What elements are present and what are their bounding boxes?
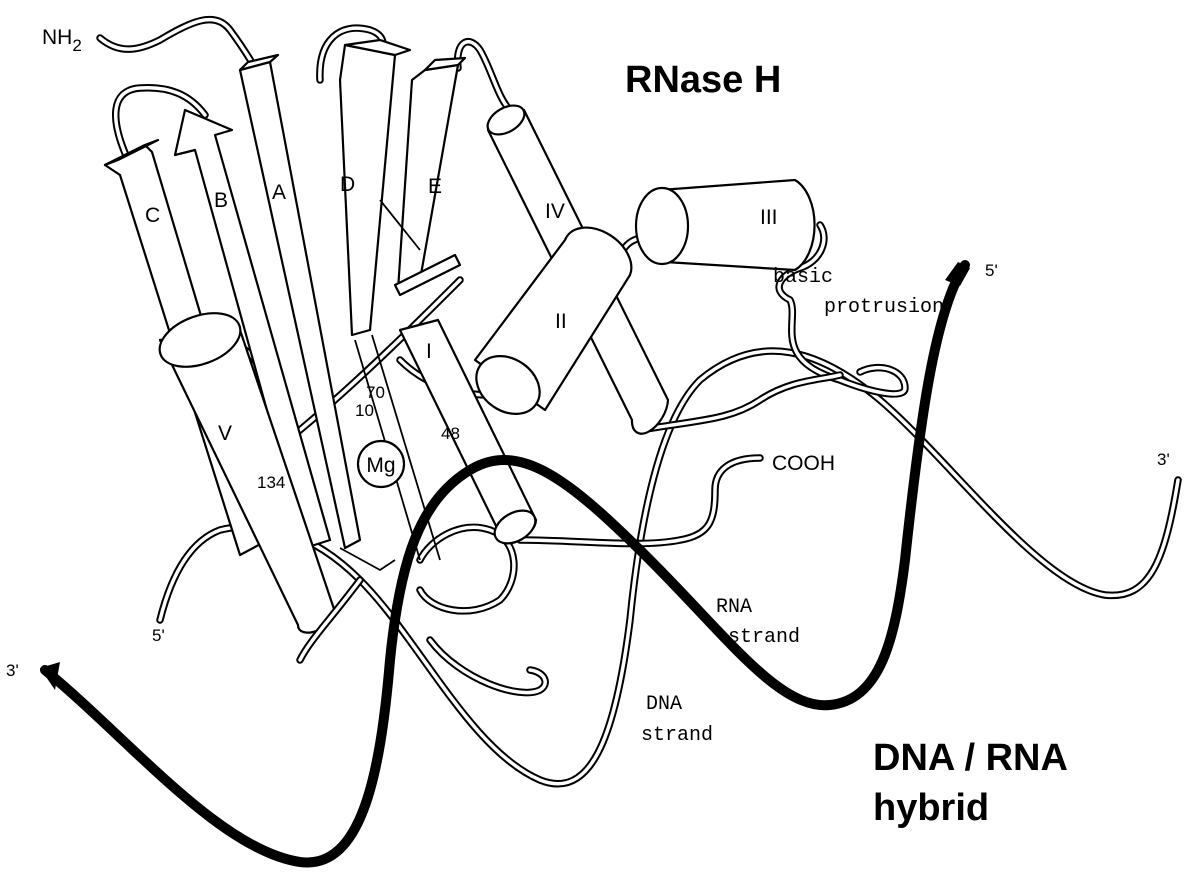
rna-3prime-label: 3' (6, 661, 19, 680)
helix-label-iv: IV (545, 200, 565, 223)
strand-label-a: A (272, 181, 286, 204)
strand-label-e: E (428, 175, 442, 198)
protein-title: RNase H (625, 59, 781, 101)
dna-3prime-label: 3' (1157, 450, 1170, 469)
mg-label: Mg (366, 454, 395, 477)
rna-strand-label-line1: RNA (716, 596, 752, 619)
helix-iii (636, 180, 815, 270)
mg-ion: Mg (358, 441, 404, 487)
helix-label-iii: III (760, 206, 778, 229)
c-terminus-label: COOH (772, 452, 835, 475)
helix-label-i: I (426, 340, 432, 363)
dna-5prime-label: 5' (152, 626, 165, 645)
residue-70: 70 (366, 383, 385, 402)
residue-134: 134 (257, 473, 285, 492)
rna-5prime-label: 5' (985, 261, 998, 280)
residue-10: 10 (355, 401, 374, 420)
basic-protrusion-line2: protrusion (824, 296, 944, 319)
strand-label-d: D (340, 173, 355, 196)
n-terminus-label: NH2 (42, 26, 82, 55)
basic-protrusion-line1: basic (773, 266, 833, 289)
hybrid-title-line2: hybrid (873, 787, 989, 829)
rna-strand-label-line2: strand (728, 626, 800, 649)
helix-label-ii: II (555, 310, 567, 333)
hybrid-title-line1: DNA / RNA (873, 737, 1068, 779)
helix-label-v: V (218, 422, 232, 445)
dna-strand-label-line2: strand (641, 724, 713, 747)
strand-label-b: B (214, 189, 228, 212)
residue-48: 48 (441, 424, 460, 443)
strand-label-c: C (145, 204, 160, 227)
dna-strand-label-line1: DNA (646, 693, 682, 716)
